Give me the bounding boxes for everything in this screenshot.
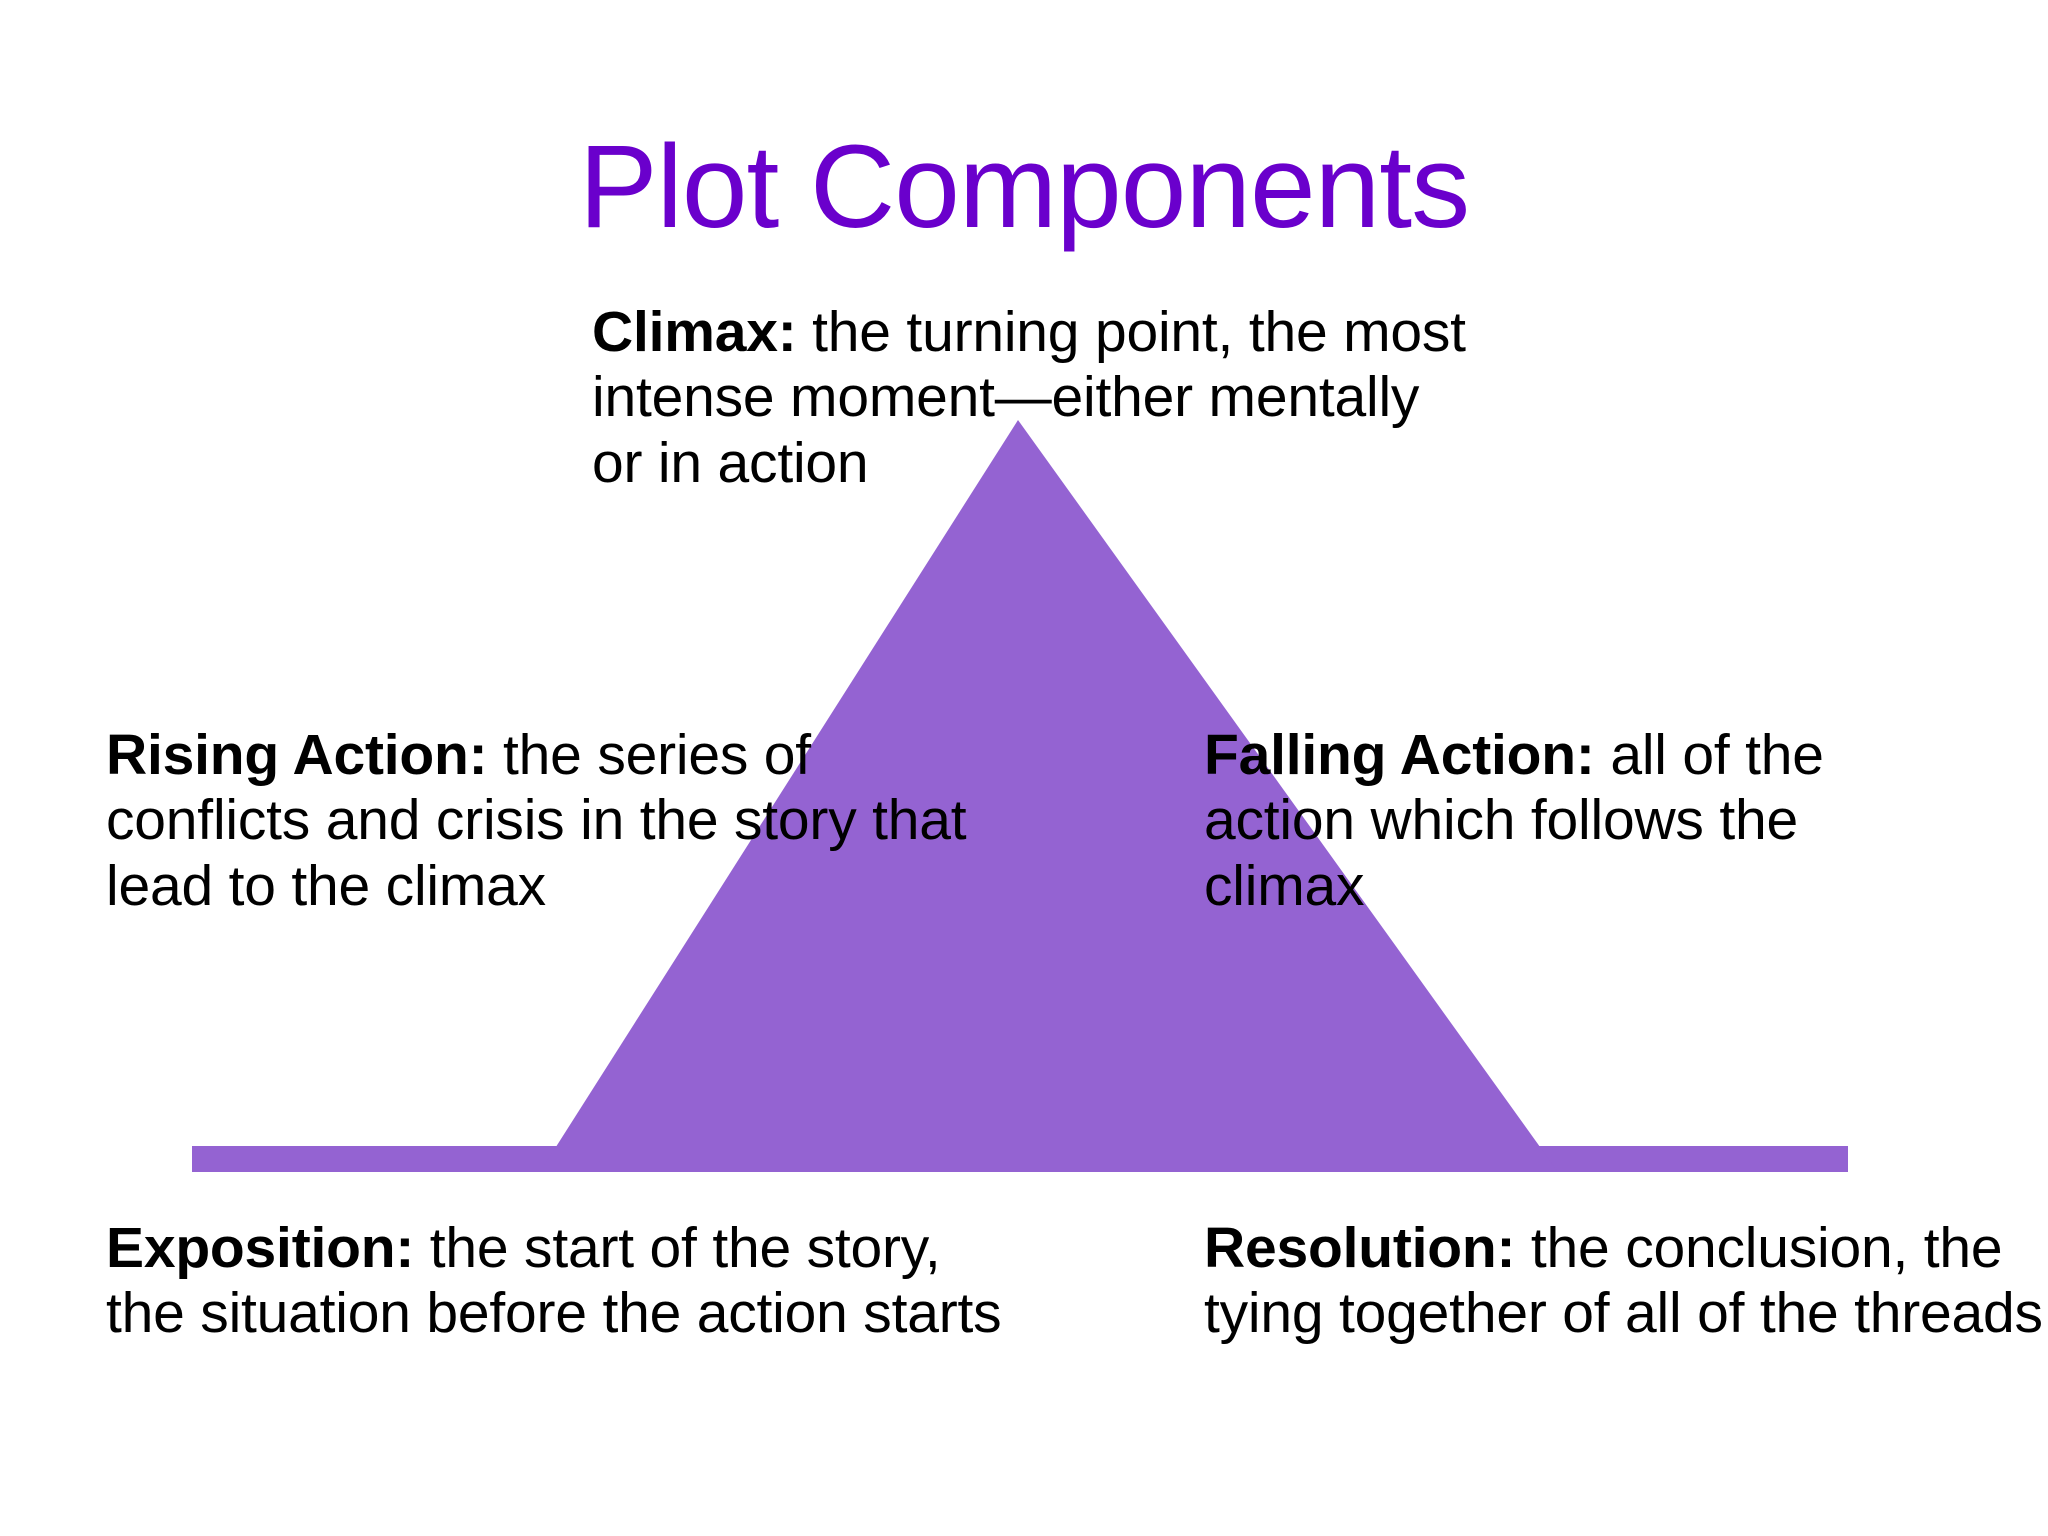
label-climax-term: Climax: [592,300,797,364]
label-climax-text-1: the turning point, the most [796,300,1466,364]
label-exposition-line-2: the situation before the action starts [106,1281,1002,1346]
label-rising-action: Rising Action: the series of conflicts a… [106,723,1116,919]
label-rising-action-line-2: conflicts and crisis in the story that [106,788,967,853]
label-rising-action-text-1: the series of [487,723,811,787]
rising-falling-triangle [540,420,1558,1172]
label-resolution: Resolution: the conclusion, the tying to… [1204,1216,2048,1347]
label-exposition-line-1: Exposition: the start of the story, [106,1216,1126,1281]
label-climax-line-1: Climax: the turning point, the most [592,300,1532,365]
label-climax-line-2: intense moment—either mentally [592,365,1420,430]
label-climax-line-3: or in action [592,430,869,495]
label-resolution-line-1: Resolution: the conclusion, the [1204,1216,2048,1281]
label-falling-action-line-1: Falling Action: all of the [1204,723,1904,788]
label-exposition-text-1: the start of the story, [414,1216,941,1280]
label-falling-action: Falling Action: all of the action which … [1204,723,1904,919]
label-falling-action-line-2: action which follows the [1204,788,1799,853]
label-resolution-text-1: the conclusion, the [1515,1216,2003,1280]
label-climax: Climax: the turning point, the most inte… [592,300,1532,496]
page-title: Plot Components [578,121,1470,253]
label-falling-action-line-3: climax [1204,853,1365,918]
label-resolution-term: Resolution: [1204,1216,1516,1280]
label-falling-action-text-1: all of the [1594,723,1824,787]
label-falling-action-term: Falling Action: [1204,723,1595,787]
label-exposition-term: Exposition: [106,1216,415,1280]
label-rising-action-line-1: Rising Action: the series of [106,723,1116,788]
label-rising-action-term: Rising Action: [106,723,488,787]
label-resolution-line-2: tying together of all of the threads [1204,1281,2043,1346]
label-exposition: Exposition: the start of the story, the … [106,1216,1126,1347]
label-rising-action-line-3: lead to the climax [106,853,546,918]
